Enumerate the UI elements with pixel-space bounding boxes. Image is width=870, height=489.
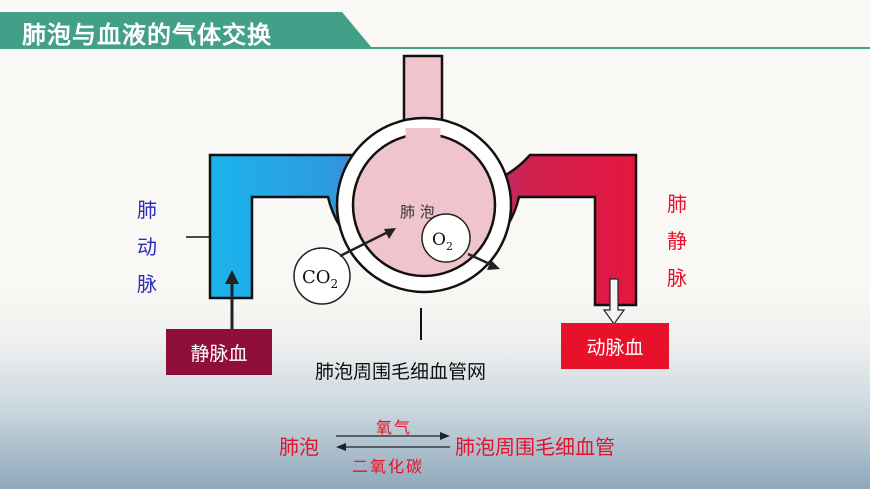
o2-bubble xyxy=(421,213,471,263)
co2-label: CO2 xyxy=(302,267,338,291)
co2-eq-arrowhead xyxy=(336,443,346,451)
co2-arrow-label: 二氧化碳 xyxy=(352,457,425,476)
title-underline xyxy=(0,47,870,49)
co2-arrow xyxy=(339,230,389,258)
outflow-arrow xyxy=(602,278,626,326)
inflow-arrowhead xyxy=(225,270,239,284)
co2-bubble xyxy=(293,247,351,305)
title-bar xyxy=(0,12,372,48)
o2-arrowhead xyxy=(487,260,500,270)
arterial-blood-box: 动脉血 xyxy=(561,323,669,369)
equation-right: 肺泡周围毛细血管 xyxy=(455,435,615,459)
pulmonary-vein-label: 肺 静 脉 xyxy=(665,186,689,297)
airway-joint xyxy=(405,128,441,148)
pulmonary-vein-char: 肺 xyxy=(667,192,687,216)
equation-left: 肺泡 xyxy=(279,435,319,459)
pulmonary-artery-char: 动 xyxy=(137,235,157,259)
pulmonary-vein-char: 静 xyxy=(667,229,687,253)
pulmonary-vein-char: 脉 xyxy=(667,266,687,290)
alveolus-label: 肺 泡 xyxy=(400,203,435,221)
pulmonary-artery-label: 肺 动 脉 xyxy=(135,192,159,303)
pulmonary-artery-char: 肺 xyxy=(137,198,157,222)
pulmonary-artery-char: 脉 xyxy=(137,272,157,296)
oxygen-arrowhead xyxy=(440,432,450,440)
capillary-caption: 肺泡周围毛细血管网 xyxy=(315,361,487,383)
venous-blood-box: 静脉血 xyxy=(166,329,272,375)
o2-arrow xyxy=(467,252,493,267)
co2-arrowhead xyxy=(384,228,396,239)
page-title: 肺泡与血液的气体交换 xyxy=(22,21,272,49)
o2-label: O2 xyxy=(432,230,453,253)
oxygen-arrow-label: 氧气 xyxy=(376,418,413,437)
